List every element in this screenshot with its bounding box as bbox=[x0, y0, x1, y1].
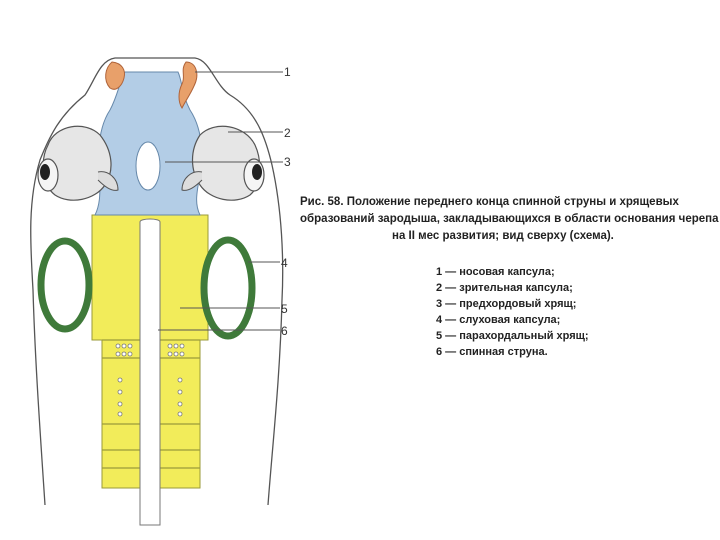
figure-caption: Рис. 58. Положение переднего конца спинн… bbox=[300, 194, 640, 245]
callout-6: 6 bbox=[281, 324, 288, 338]
caption-line: на II мес развития; вид сверху (схема). bbox=[300, 228, 640, 245]
legend-item: 2 — зрительная капсула; bbox=[436, 280, 589, 296]
callout-1: 1 bbox=[284, 65, 291, 79]
figure-legend: 1 — носовая капсула; 2 — зрительная капс… bbox=[436, 264, 589, 360]
caption-line: Рис. 58. Положение переднего конца спинн… bbox=[300, 194, 640, 211]
notochord bbox=[140, 219, 160, 525]
callout-3: 3 bbox=[284, 155, 291, 169]
legend-item: 4 — слуховая капсула; bbox=[436, 312, 589, 328]
callout-2: 2 bbox=[284, 126, 291, 140]
legend-item: 6 — спинная струна. bbox=[436, 344, 589, 360]
caption-line: образований зародыша, закладывающихся в … bbox=[300, 211, 640, 228]
otic-capsule-right bbox=[204, 240, 252, 336]
legend-item: 5 — парахордальный хрящ; bbox=[436, 328, 589, 344]
prechordal-foramen bbox=[136, 142, 160, 190]
callout-4: 4 bbox=[281, 256, 288, 270]
legend-item: 1 — носовая капсула; bbox=[436, 264, 589, 280]
nasal-capsule-right bbox=[179, 62, 197, 108]
legend-item: 3 — предхордовый хрящ; bbox=[436, 296, 589, 312]
callout-5: 5 bbox=[281, 302, 288, 316]
otic-capsule-left bbox=[41, 241, 89, 329]
